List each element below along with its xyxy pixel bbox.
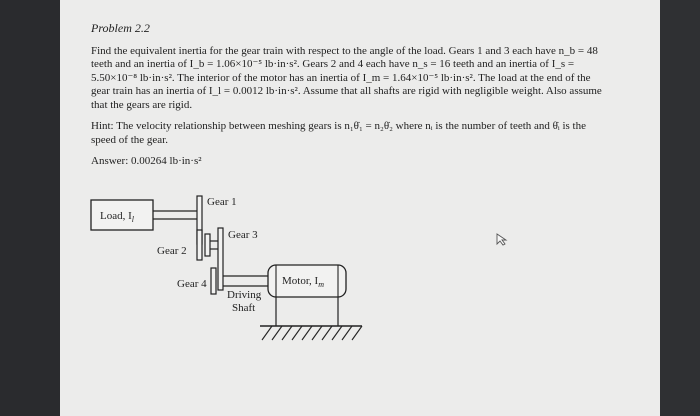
problem-statement: Find the equivalent inertia for the gear…	[91, 44, 602, 111]
load-label: Load, Il	[100, 210, 135, 224]
paper-sheet	[60, 0, 660, 416]
gear-2	[204, 233, 211, 257]
load-box	[90, 199, 154, 231]
motor-label: Motor, Im	[282, 275, 324, 289]
gear-4-label: Gear 4	[177, 278, 207, 290]
gear-2-label: Gear 2	[157, 245, 187, 257]
ground-hatch	[261, 325, 363, 341]
problem-text: Problem 2.2 Find the equivalent inertia …	[91, 21, 603, 177]
motor-body	[267, 264, 347, 298]
driving-shaft-label-2: Shaft	[232, 302, 255, 314]
gear-3-label: Gear 3	[228, 229, 258, 241]
driving-shaft-label-1: Driving	[227, 289, 262, 301]
photo-background-right	[660, 0, 700, 416]
photo-background-left	[0, 0, 60, 416]
problem-answer: Answer: 0.00264 lb·in·s²	[91, 155, 202, 167]
gear-2-outline	[196, 229, 203, 261]
gear-4	[210, 267, 217, 295]
gear-3	[217, 227, 224, 291]
gear-1-label: Gear 1	[207, 196, 237, 208]
problem-hint: Hint: The velocity relationship between …	[91, 120, 586, 146]
mouse-pointer-icon	[496, 233, 508, 246]
problem-title: Problem 2.2	[91, 21, 150, 35]
